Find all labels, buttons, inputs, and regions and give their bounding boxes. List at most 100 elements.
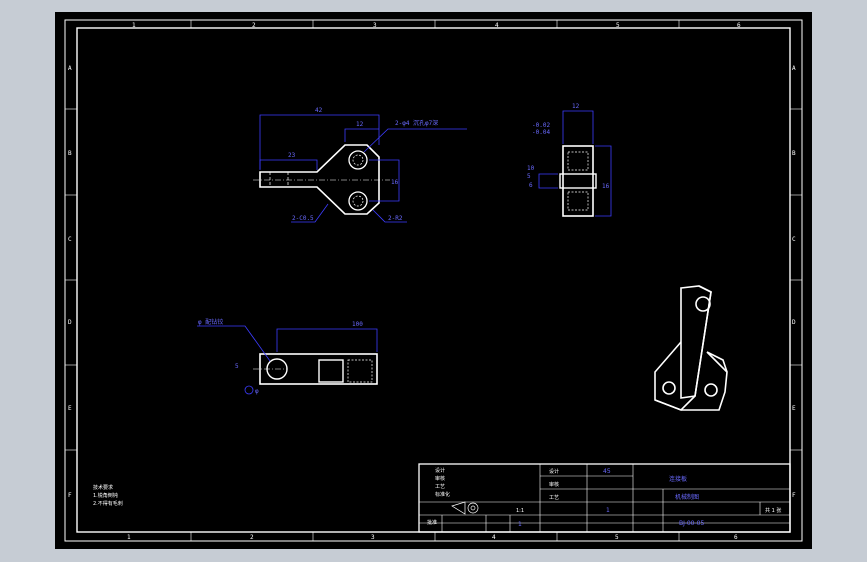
side-view-hidden-hole-top: [567, 151, 589, 171]
tb-scale: 1:1: [516, 508, 524, 514]
side-tol-lower: -0.04: [532, 129, 550, 136]
col-label-3: 3: [373, 22, 377, 29]
bottom-view[interactable]: 100 φ 配钻铰 5 φ: [197, 318, 378, 395]
notes-title: 技术要求: [93, 484, 113, 491]
row-label-e-right: E: [792, 405, 796, 412]
tb-company: 机械制图: [675, 493, 699, 501]
bottom-view-outline: [259, 353, 378, 385]
bottom-view-hidden-slot: [347, 359, 373, 383]
iso-hole-right: [704, 383, 718, 397]
side-dim-top: 12: [572, 103, 580, 110]
side-view-hidden-hole-bottom: [567, 191, 589, 211]
chamfer-left-leader: [291, 203, 329, 223]
front-view-outline: [259, 144, 380, 215]
tb-sheet: 1: [518, 521, 522, 528]
side-dim-right-lines: [595, 145, 612, 217]
col-label-4: 4: [495, 22, 499, 29]
side-dim-left-c: 6: [529, 182, 533, 189]
col-label-3-bottom: 3: [371, 534, 375, 541]
iso-hole-left: [662, 381, 676, 395]
iso-base-edge: [654, 395, 696, 411]
col-label-2: 2: [252, 22, 256, 29]
technical-notes: 技术要求 1.锐角倒钝 2.不得有毛刺: [93, 484, 123, 507]
iso-base-edge-right: [706, 351, 728, 373]
col-label-1: 1: [132, 22, 136, 29]
side-dim-top-lines: [562, 110, 594, 144]
chamfer-right-leader: [372, 209, 407, 223]
tb-material: 45: [603, 468, 611, 475]
title-block-frame: [418, 463, 791, 533]
bottom-note-leader: [197, 325, 271, 362]
tb-field-label-design: 设计: [549, 468, 559, 475]
front-view[interactable]: 42 12 23 16 2-φ4 沉孔φ7深 2-C0.5 2-R2: [253, 107, 467, 223]
zone-ticks: [65, 20, 802, 541]
side-view[interactable]: 12 -0.02 -0.04 10 5 6 16: [527, 103, 612, 217]
side-dim-left-b: 5: [527, 173, 531, 180]
cad-drawing: 1 2 3 4 5 6 1 2 3 4 5 6 A B C D E F A B …: [64, 19, 803, 542]
col-label-5-bottom: 5: [615, 534, 619, 541]
tb-part-name: 连接板: [669, 475, 687, 483]
side-tol-upper: -0.02: [532, 122, 550, 129]
projection-symbol-icon: [451, 501, 479, 515]
row-label-b-right: B: [792, 150, 796, 157]
row-label-c-right: C: [792, 236, 796, 243]
dim-overall-width: 42: [315, 107, 323, 114]
dim-shaft-length: 23: [288, 152, 296, 159]
chamfer-left: 2-C0.5: [292, 215, 314, 222]
dim-overall-width-lines: [259, 114, 380, 170]
tb-row-label-3: 工艺: [435, 484, 445, 490]
row-label-e: E: [68, 405, 72, 412]
dim-ear-width: 12: [356, 121, 364, 128]
tb-sheet-note: 共 1 张: [765, 507, 781, 514]
drawing-viewport[interactable]: 1 2 3 4 5 6 1 2 3 4 5 6 A B C D E F A B …: [55, 12, 812, 549]
title-block-grid: [419, 464, 790, 532]
bottom-view-slot: [318, 359, 344, 383]
dim-shaft-length-lines: [259, 159, 318, 170]
tb-qty: 1: [606, 507, 610, 514]
hole-note-leader: [363, 128, 467, 153]
side-dim-right: 16: [602, 183, 610, 190]
notes-line-2: 2.不得有毛刺: [93, 500, 123, 507]
side-view-outline: [562, 145, 594, 217]
side-view-shaft: [559, 173, 597, 189]
col-label-5: 5: [616, 22, 620, 29]
chamfer-right: 2-R2: [388, 215, 403, 222]
iso-upright-edge: [694, 285, 712, 397]
dim-ear-width-lines: [344, 128, 379, 142]
title-block[interactable]: 设计 审核 工艺 标准化 批准 设计 审核 工艺 45 连接板 机械制图 BJ-…: [418, 463, 791, 533]
bottom-dim-length: 100: [352, 321, 363, 328]
bottom-circle-mark: [244, 385, 254, 395]
hole-note: 2-φ4 沉孔φ7深: [395, 119, 438, 127]
side-dim-left-a: 10: [527, 165, 535, 172]
col-label-6: 6: [737, 22, 741, 29]
tb-field-label-review: 审核: [549, 481, 559, 488]
dim-hole-spacing-lines: [369, 159, 400, 202]
bottom-dim-height: 5: [235, 363, 239, 370]
bottom-dim-length-lines: [276, 328, 378, 352]
row-label-f-right: F: [792, 492, 796, 499]
row-label-b: B: [68, 150, 72, 157]
front-view-hole-bottom: [348, 191, 368, 211]
col-label-2-bottom: 2: [250, 534, 254, 541]
col-label-6-bottom: 6: [734, 534, 738, 541]
row-label-d-right: D: [792, 319, 796, 326]
tb-field-label-process: 工艺: [549, 495, 559, 501]
tb-drawing-no: BJ-00-05: [679, 520, 704, 527]
iso-upright-hole: [695, 296, 711, 312]
notes-line-1: 1.锐角倒钝: [93, 492, 118, 499]
isometric-view[interactable]: [654, 285, 728, 411]
iso-base: [654, 341, 728, 411]
col-label-1-bottom: 1: [127, 534, 131, 541]
bottom-note: φ 配钻铰: [198, 318, 223, 326]
row-label-c: C: [68, 236, 72, 243]
side-dim-left-lines: [538, 173, 558, 189]
front-view-counterbore-top: [352, 154, 364, 166]
outer-frame: [64, 19, 803, 542]
row-label-a-right: A: [792, 65, 796, 72]
row-label-a: A: [68, 65, 72, 72]
tb-row-label-5: 批准: [427, 519, 437, 526]
tb-row-label-2: 审核: [435, 475, 445, 482]
front-view-counterbore-bottom: [352, 195, 364, 207]
dim-hole-spacing: 16: [391, 179, 399, 186]
col-label-4-bottom: 4: [492, 534, 496, 541]
